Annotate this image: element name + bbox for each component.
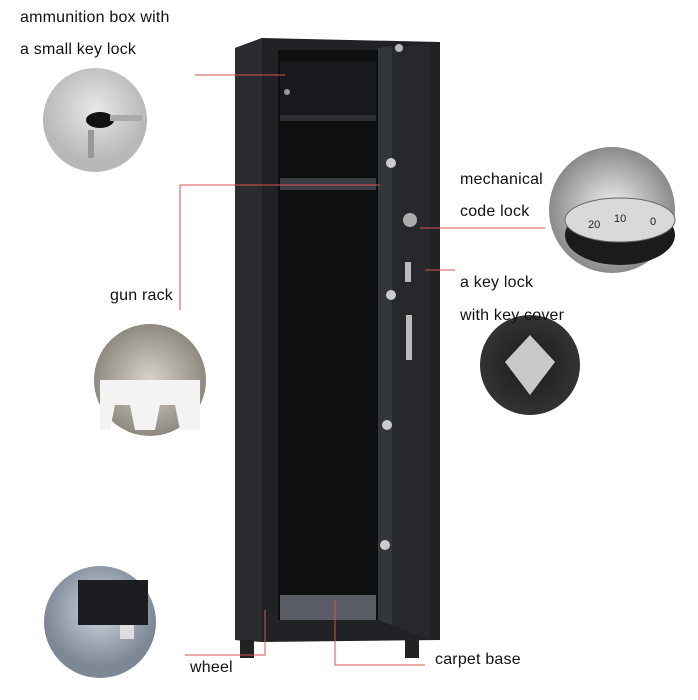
dial-number: 10 — [614, 213, 626, 225]
label-wheel: wheel — [190, 659, 233, 676]
label-key-cover: with key cover — [460, 307, 565, 324]
callout-lines — [179, 74, 545, 666]
label-gun-rack: gun rack — [110, 287, 173, 304]
keys-detail-photo — [43, 68, 147, 172]
dial-number: 20 — [588, 219, 600, 231]
dial-number: 0 — [650, 216, 656, 228]
gun-safe — [235, 38, 440, 658]
label-ammunition-box: ammunition box with — [20, 9, 170, 26]
dial-lock-detail-photo: 20 10 0 — [549, 147, 676, 273]
wheel-detail-photo — [44, 566, 156, 678]
gun-rack-foam-detail-photo — [94, 324, 206, 436]
label-code-lock: code lock — [460, 203, 530, 220]
label-key-lock: a key lock — [460, 274, 534, 291]
label-carpet-base: carpet base — [435, 651, 521, 668]
key-cover-detail-photo — [480, 315, 580, 415]
label-mechanical: mechanical — [460, 171, 543, 188]
label-small-key-lock: a small key lock — [20, 41, 137, 58]
